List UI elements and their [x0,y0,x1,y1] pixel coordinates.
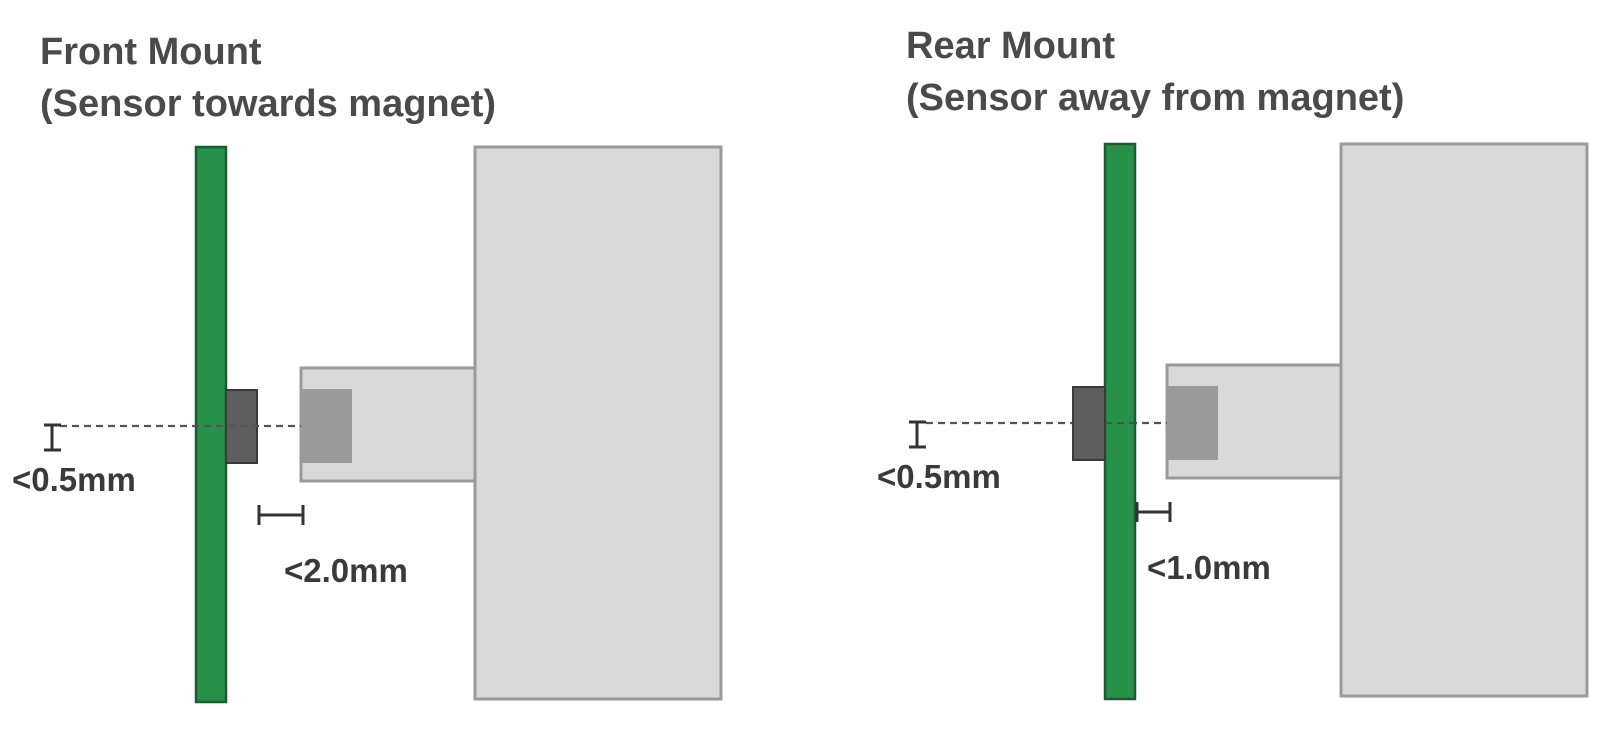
rear-mount-title-line2: (Sensor away from magnet) [906,77,1405,119]
rear-mount-title: Rear Mount (Sensor away from magnet) [906,20,1404,124]
rear-gap-label: <1.0mm [1147,549,1271,586]
front-gap-label: <2.0mm [284,552,408,589]
rear-pcb [1103,142,1137,701]
rear-sensor-chip [1072,386,1106,461]
rear-mount-title-line1: Rear Mount [906,25,1115,67]
rear-offset-marker [909,420,926,449]
front-mount-title: Front Mount (Sensor towards magnet) [40,26,496,130]
front-gap-marker [257,505,305,525]
rear-gap-marker [1135,502,1172,522]
front-motor-housing [473,145,723,701]
rear-motor-housing [1339,142,1589,698]
rear-offset-label: <0.5mm [877,458,1001,495]
rear-mount-diagram [909,142,1589,701]
front-mount-diagram [44,145,723,704]
front-pcb [194,145,228,704]
front-mount-title-line2: (Sensor towards magnet) [40,83,497,125]
rear-magnet [1167,386,1218,460]
front-magnet [301,389,352,463]
front-offset-label: <0.5mm [12,461,136,498]
front-offset-marker [44,423,61,452]
front-mount-title-line1: Front Mount [40,31,262,73]
